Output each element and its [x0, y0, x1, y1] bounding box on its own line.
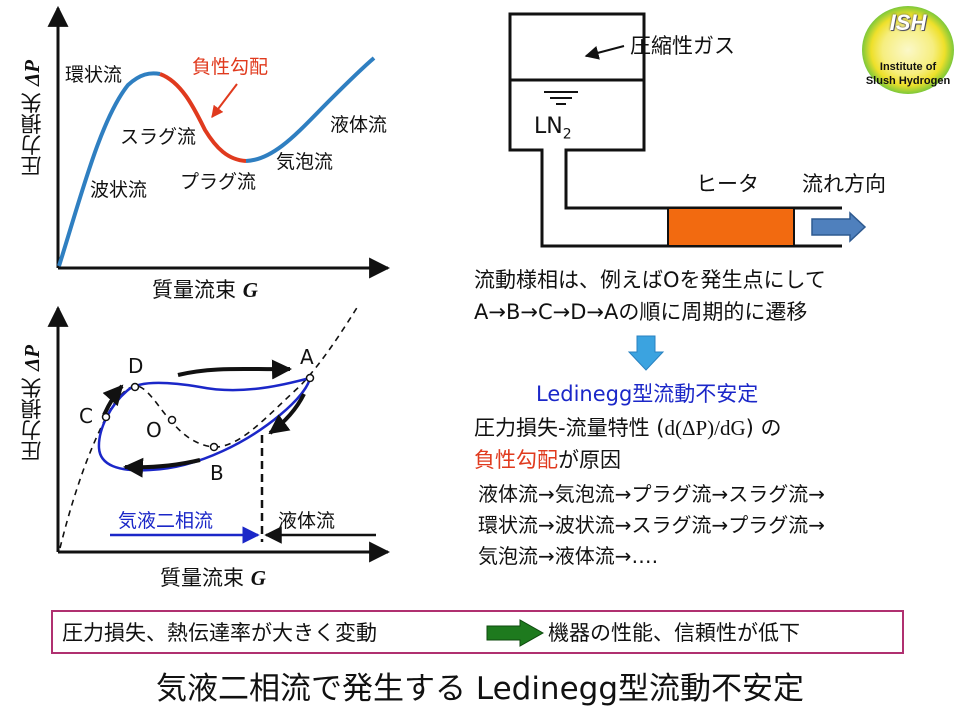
cause-suffix: が原因 — [558, 448, 621, 472]
negative-slope-pointer — [211, 83, 238, 118]
ish-logo-graphic — [862, 6, 954, 94]
logo-line1: Institute of — [879, 61, 937, 73]
chart1-y-label-text: 圧力損失 — [20, 86, 44, 177]
point-d-marker — [130, 382, 140, 392]
chart2-x-label-symbol: G — [250, 566, 266, 590]
flow-direction-arrow — [811, 211, 867, 243]
tank-liquid-and-pipe — [508, 80, 842, 248]
chart2-x-label-text: 質量流束 — [160, 566, 251, 590]
ledinegg-heading: Ledinegg型流動不安定 — [536, 382, 759, 406]
green-arrow-icon — [486, 619, 544, 647]
chart1-x-label-text: 質量流束 — [152, 278, 243, 302]
oscillation-loop-chart — [47, 305, 391, 563]
arrow-d-to-a — [177, 359, 292, 380]
sequence-line2: 環状流→波状流→スラグ流→プラグ流→ — [478, 513, 826, 537]
label-two-phase: 気液二相流 — [118, 510, 214, 532]
label-liquid: 液体流 — [330, 114, 388, 136]
arrow-c-to-d — [102, 384, 124, 416]
sequence-line3: 気泡流→液体流→‥‥ — [478, 544, 659, 568]
ln2-subscript: 2 — [562, 126, 572, 143]
label-plug: プラグ流 — [180, 171, 257, 193]
chart1-x-label-symbol: G — [242, 278, 258, 302]
gas-pointer — [584, 45, 625, 60]
consequence-left: 圧力損失、熱伝達率が大きく変動 — [62, 621, 377, 645]
characteristic-line: 圧力損失-流量特性 (d(ΔP)/dG) の — [474, 418, 782, 439]
heater-block — [667, 207, 795, 247]
chart2-y-label: 圧力損失 ΔP — [20, 345, 44, 462]
slide-title: 気液二相流で発生する Ledinegg型流動不安定 — [155, 671, 805, 707]
explanation-line1: 流動様相は、例えばOを発生点にして — [474, 268, 826, 292]
chart1-curve-left — [57, 71, 161, 267]
logo-brand: ISH — [889, 10, 927, 35]
point-o-label: O — [146, 418, 162, 442]
cause-line: 負性勾配が原因 — [474, 450, 621, 471]
label-heater: ヒータ — [696, 172, 759, 196]
label-annular: 環状流 — [65, 64, 123, 86]
char-suffix: ) の — [745, 416, 782, 440]
point-a-marker — [305, 373, 315, 383]
point-d-label: D — [128, 354, 144, 378]
sequence-line1: 液体流→気泡流→プラグ流→スラグ流→ — [478, 482, 826, 506]
label-slug: スラグ流 — [120, 126, 197, 148]
apparatus-diagram — [508, 12, 867, 248]
point-o-marker — [167, 415, 177, 425]
consequence-box — [51, 610, 904, 654]
point-b-marker — [209, 442, 219, 452]
arrow-a-to-b — [268, 393, 306, 435]
char-formula: d(ΔP)/dG — [664, 416, 746, 440]
char-prefix: 圧力損失-流量特性 ( — [474, 416, 665, 440]
pressure-drop-curve-chart — [47, 5, 391, 279]
label-liquid-flow: 液体流 — [278, 510, 336, 532]
chart2-y-label-symbol: ΔP — [20, 345, 44, 371]
label-wavy: 波状流 — [90, 179, 148, 201]
label-compressible-gas: 圧縮性ガス — [630, 34, 735, 58]
ln2-main: LN — [534, 114, 563, 139]
chart1-x-label: 質量流束 G — [152, 280, 258, 301]
chart1-y-label-symbol: ΔP — [20, 60, 44, 86]
point-c-label: C — [79, 404, 93, 428]
ish-logo: ISH Institute of Slush Hydrogen — [860, 4, 956, 96]
arrow-b-to-c — [123, 457, 201, 478]
consequence-right: 機器の性能、信頼性が低下 — [548, 621, 800, 645]
label-ln2: LN2 — [534, 114, 572, 143]
chart1-curve-negative — [159, 72, 247, 163]
label-flow-direction: 流れ方向 — [802, 172, 886, 196]
chart2-x-label: 質量流束 G — [160, 568, 266, 589]
label-bubbly: 気泡流 — [276, 151, 334, 173]
chart1-curve-right — [245, 56, 376, 163]
explanation-line2: A→B→C→D→Aの順に周期的に遷移 — [474, 300, 808, 324]
point-a-label: A — [300, 345, 314, 369]
point-c-marker — [101, 412, 111, 422]
cause-negative-slope: 負性勾配 — [474, 448, 558, 472]
chart2-y-label-text: 圧力損失 — [20, 371, 44, 462]
logo-line2: Slush Hydrogen — [865, 75, 951, 87]
down-arrow-icon — [627, 335, 665, 371]
point-b-label: B — [210, 461, 224, 485]
chart1-y-label: 圧力損失 ΔP — [20, 60, 44, 177]
label-negative-slope: 負性勾配 — [192, 56, 269, 78]
